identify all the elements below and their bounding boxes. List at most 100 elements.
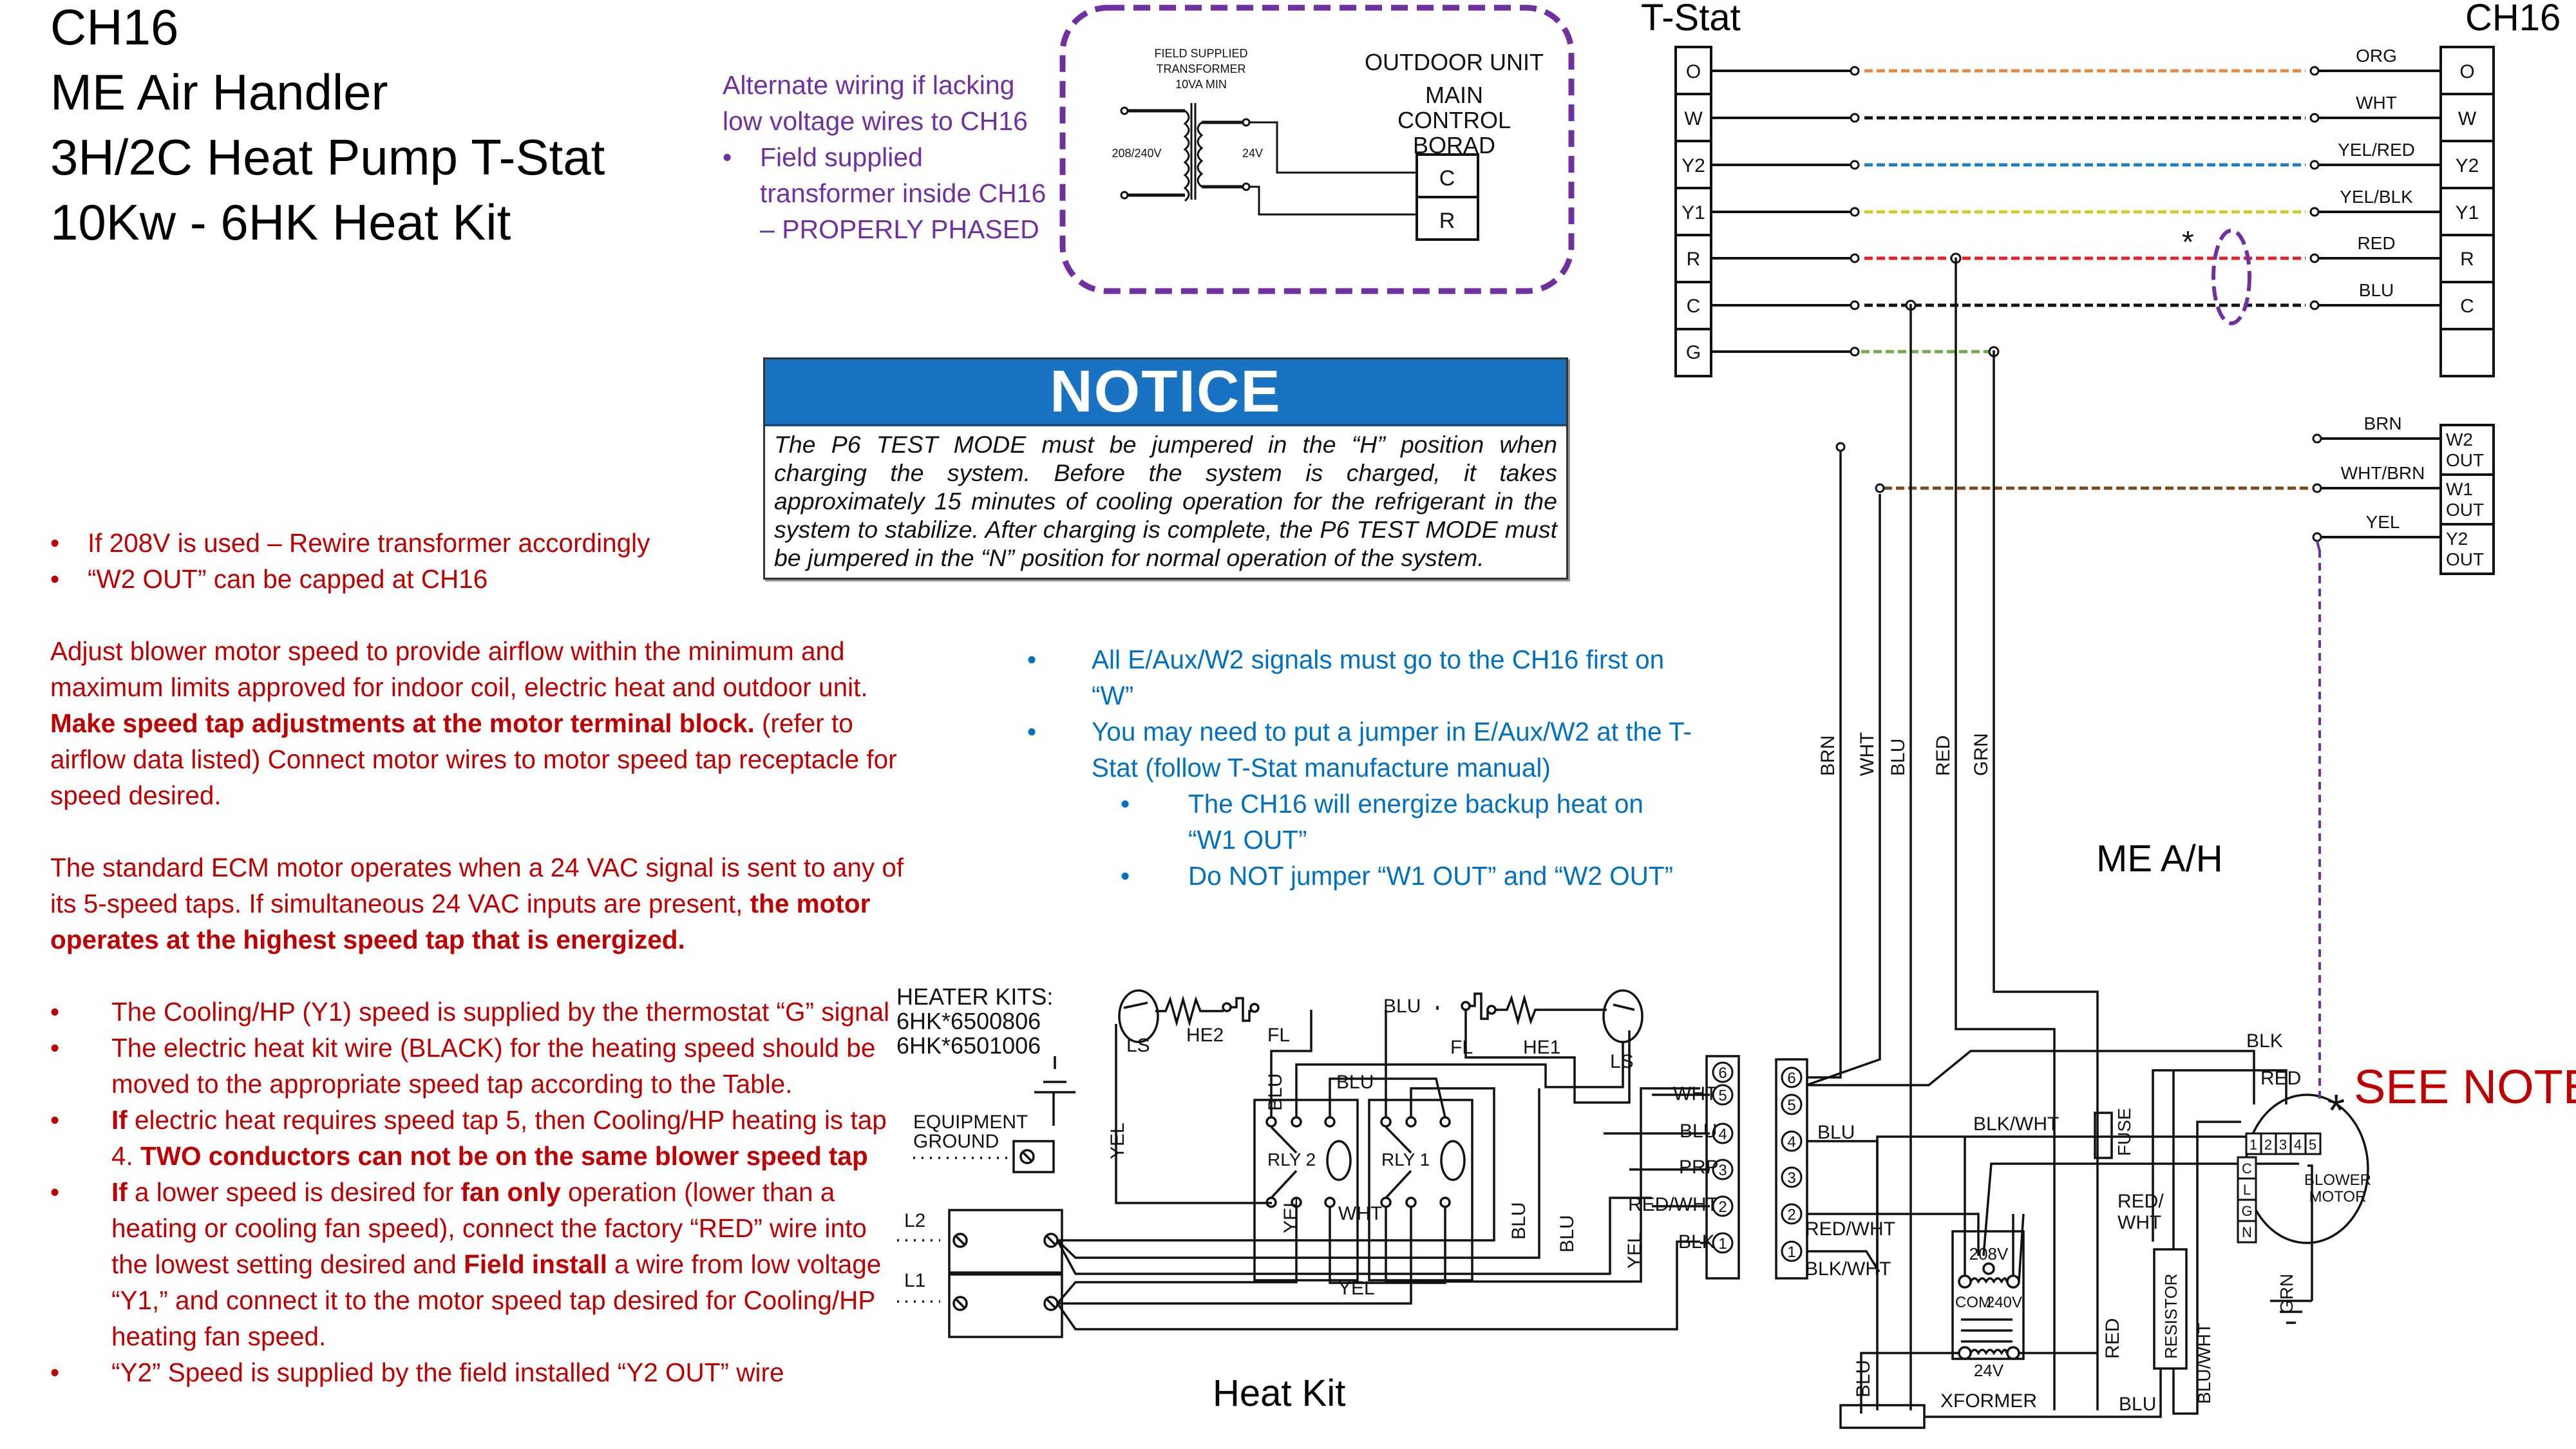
wire-connector-icon [2309, 300, 2320, 310]
fuse-label: FUSE [2114, 1108, 2134, 1156]
heat-kit-terminal-1[interactable] [1712, 1232, 1734, 1254]
bullet-icon: • [1027, 645, 1037, 674]
wire-connector-icon [1850, 113, 1860, 123]
bullet-emphasis: If [111, 1105, 128, 1135]
outdoor-terminal-r: R [1439, 209, 1455, 233]
speed-tap-bullet: •The Cooling/HP (Y1) speed is supplied b… [50, 994, 907, 1030]
l1-label: L1 [904, 1270, 925, 1291]
bullet-icon: • [50, 528, 60, 558]
xformer-24v-label: 24V [1974, 1361, 2004, 1380]
bullet-text: If a lower speed is desired for fan only… [111, 1174, 907, 1354]
alternate-wiring-line: low voltage wires to CH16 [723, 106, 1028, 136]
bullet-text: The Cooling/HP (Y1) speed is supplied by… [111, 994, 889, 1030]
wire-connector-icon [1850, 207, 1860, 217]
heat-kit-terminal-5[interactable] [1712, 1084, 1734, 1106]
transformer-label-line: FIELD SUPPLIED [1154, 47, 1247, 60]
bullet-segment: operation (lower than a heating or cooli… [111, 1177, 867, 1279]
board-label-line: OUTDOOR UNIT [1365, 49, 1544, 75]
bullet-segment: The Cooling/HP (Y1) speed is supplied by… [111, 997, 890, 1027]
outdoor-unit-group: FIELD SUPPLIED TRANSFORMER 10VA MIN OUTD… [1059, 5, 1575, 294]
heat-kit-terminal-3[interactable] [1712, 1159, 1734, 1180]
bullet-icon: • [50, 1105, 60, 1135]
fuse-icon [2094, 1112, 2113, 1159]
grn-wire-label: GRN [2277, 1274, 2297, 1314]
ch16-wire-label: BLU [2359, 280, 2394, 300]
air-handler-terminal-6[interactable] [1781, 1066, 1803, 1088]
bullet-text: The electric heat kit wire (BLACK) for t… [111, 1030, 907, 1102]
wire-connector-icon [1850, 300, 1860, 310]
ch16-output-y2-out[interactable] [2439, 523, 2495, 575]
relay-2 [1253, 1099, 1359, 1282]
note-sub-bullet: •Do NOT jumper “W1 OUT” and “W2 OUT” [1024, 858, 1694, 894]
ch16-output-label: OUT [2446, 549, 2484, 569]
ch16-terminal-label: Y2 [2456, 155, 2479, 176]
blu-wire-label: BLU [1557, 1215, 1578, 1253]
speed-tap-bullet: • If electric heat requires speed tap 5, … [50, 1102, 907, 1174]
ch16-output-wire-label: YEL [2366, 512, 2400, 532]
heat-kit-terminal-2[interactable] [1712, 1195, 1734, 1217]
ch16-terminal-label: W [2458, 108, 2477, 129]
aux-heat-notes: • All E/Aux/W2 signals must go to the CH1… [1024, 641, 1694, 894]
wire-connector-icon [1850, 346, 1860, 357]
heat-kit-terminal-number: 2 [1718, 1198, 1727, 1216]
red-wht-label-line: RED/ [2117, 1191, 2164, 1212]
paragraph-text: Adjust blower motor speed to provide air… [50, 636, 868, 702]
ch16-output-wire-label: BRN [2363, 413, 2401, 433]
yel-wire-label: YEL [1280, 1197, 1302, 1233]
wire-connector-icon [2309, 160, 2320, 170]
board-label-line: CONTROL [1397, 107, 1511, 133]
me-ah-label: ME A/H [2096, 838, 2223, 880]
title-line-thermostat: 3H/2C Heat Pump T-Stat [50, 129, 605, 185]
note-text: All E/Aux/W2 signals must go to the CH16… [1092, 645, 1665, 710]
blk-wht-wire-label: BLK/WHT [1973, 1113, 2059, 1135]
air-handler-terminal-5[interactable] [1781, 1094, 1803, 1115]
bullet-icon: • [50, 1177, 60, 1207]
motor-power-terminal-c[interactable] [2237, 1156, 2257, 1180]
ah-wire-label: GRN [1971, 733, 1992, 776]
air-handler-terminal-4[interactable] [1781, 1130, 1803, 1152]
blu-wht-wire-label: BLU/WHT [2194, 1323, 2214, 1404]
ecm-motor-paragraph: The standard ECM motor operates when a 2… [50, 849, 907, 958]
heating-element-he2-icon [1155, 995, 1224, 1027]
transformer-label-line: 10VA MIN [1175, 78, 1227, 91]
motor-power-terminal-n[interactable] [2237, 1220, 2257, 1244]
note-text: You may need to put a jumper in E/Aux/W2… [1092, 717, 1692, 782]
board-label-line: MAIN [1425, 82, 1483, 108]
heat-kit-terminal-4[interactable] [1712, 1122, 1734, 1144]
air-handler-terminal-3[interactable] [1781, 1166, 1803, 1188]
ah-wire-label: RED [1933, 735, 1954, 776]
heat-kit-terminal-6[interactable] [1712, 1061, 1734, 1083]
tstat-label: T-Stat [1641, 0, 1741, 39]
air-handler-terminal-1[interactable] [1781, 1240, 1803, 1262]
heater-kits-heading: HEATER KITS: [896, 983, 1053, 1010]
l2-label: L2 [904, 1210, 925, 1231]
bullet-segment: electric heat requires speed tap 5, then… [111, 1105, 887, 1171]
wire-connector-icon [2312, 532, 2322, 542]
prp-wire-label: PRP [1679, 1157, 1719, 1178]
note-bullet: •“W2 OUT” can be capped at CH16 [50, 561, 907, 597]
yel-wire-label: YEL [1338, 1278, 1375, 1299]
red-wire-label: RED [2260, 1068, 2301, 1089]
wire-connector-icon [2309, 66, 2320, 76]
heat-kit-terminal-number: 6 [1718, 1065, 1727, 1082]
heat-kit-terminal-number: 4 [1718, 1126, 1727, 1143]
limit-switch-icon [1118, 989, 1159, 1043]
ah-wire-label: WHT [1857, 732, 1878, 776]
motor-power-terminal-label: L [2243, 1182, 2251, 1198]
wire-connector-icon [2312, 483, 2322, 493]
air-handler-terminal-2[interactable] [1781, 1203, 1803, 1225]
bullet-segment: The electric heat kit wire (BLACK) for t… [111, 1033, 876, 1099]
wire-connector-icon [1835, 442, 1846, 452]
wht-wire-label: WHT [1673, 1083, 1717, 1104]
yel-wire-label: YEL [1107, 1122, 1128, 1159]
he1-label: HE1 [1523, 1037, 1560, 1058]
tstat-terminal-label: C [1687, 296, 1701, 317]
control-transformer [1951, 1230, 2025, 1360]
motor-power-terminal-l[interactable] [2237, 1177, 2257, 1201]
wire-connector-icon [2309, 253, 2320, 263]
ch16-terminal-blank [2439, 328, 2495, 377]
motor-speed-tap-5[interactable] [2304, 1132, 2322, 1155]
secondary-voltage-label: 24V [1242, 147, 1263, 160]
